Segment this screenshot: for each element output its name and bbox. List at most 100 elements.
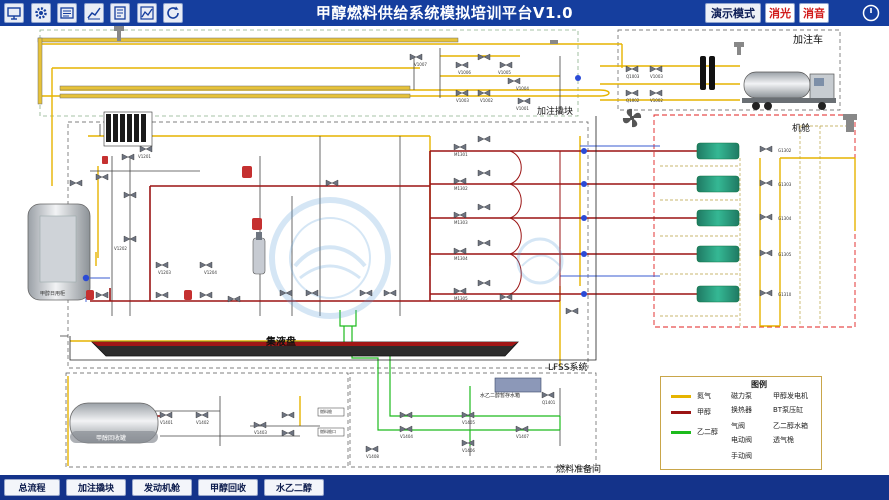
valve-tag[interactable]: V1002 [650,98,663,103]
valve-tag[interactable]: V1204 [204,270,217,275]
generator-tag[interactable]: G1303 [778,182,792,187]
prep-area-box [349,372,597,468]
engine-room-label: 机舱 [792,124,811,134]
monitor-icon[interactable] [4,3,24,23]
legend-nitrogen-swatch [671,395,691,398]
generator-tag[interactable]: G1310 [778,292,792,297]
generator-tag[interactable]: G1302 [778,148,792,153]
tab-bunkering-skid[interactable]: 加注撬块 [66,479,126,496]
storage-tank-graphic [27,203,91,301]
valve-tag[interactable]: Q1002 [626,98,640,103]
tab-engine-room[interactable]: 发动机舱 [132,479,192,496]
lfss-system-label: LFSS系统 [548,363,588,373]
pump-dots [575,75,587,297]
report-icon[interactable] [57,3,77,23]
recovery-tank-label: 甲醇回收罐 [96,435,127,442]
valve-markers [69,53,773,453]
engine-room-box [653,114,856,328]
valve-tag[interactable]: V1002 [480,98,493,103]
valve-tag[interactable]: V1003 [650,74,663,79]
fuel-prep-label: 燃料准备间 [556,465,602,475]
valve-tag[interactable]: V1403 [254,430,267,435]
legend-glycol-water-tank: 乙二醇水箱 [773,422,808,430]
legend-magnetic-pump: 磁力泵 [731,392,752,400]
recovery-tank-graphic [69,402,159,444]
methanol-lines [82,150,700,417]
valve-tag[interactable]: V1401 [160,420,173,425]
generator-tag[interactable]: G1304 [778,216,792,221]
legend-bt-booster: BT泵压缸 [773,406,804,414]
tanker-truck-graphic [742,71,836,110]
legend-title: 图例 [751,380,767,389]
valve-tag[interactable]: M1301 [454,152,468,157]
fan-icon [622,108,642,128]
trend-icon[interactable] [84,3,104,23]
valve-tag[interactable]: M1302 [454,186,468,191]
legend-manual-valve: 手动阀 [731,452,752,460]
bunkering-skid-label: 加注撬块 [537,107,574,117]
electric-valves [86,156,262,300]
legend-glycol: 乙二醇 [697,428,718,436]
valve-tag[interactable]: V1007 [414,62,427,67]
glycol-tank-label: 水乙二醇暂存水箱 [480,393,521,399]
valve-tag[interactable]: V1405 [462,420,475,425]
valve-tag[interactable]: M1304 [454,256,468,261]
valve-tag[interactable]: V1202 [114,246,127,251]
sump-tray-label: 集液盘 [266,337,296,348]
legend-electric-valve: 电动阀 [731,436,752,444]
legend-heat-exchanger: 换热器 [731,406,752,414]
gear-icon[interactable] [31,3,51,23]
valve-tag[interactable]: V1404 [400,434,413,439]
refuel-truck-label: 加注车 [793,35,823,46]
valve-tag[interactable]: V1201 [138,154,151,159]
legend-nitrogen: 氮气 [697,392,711,400]
legend-generator: 甲醇发电机 [773,392,808,400]
bottom-tab-bar: 总流程 加注撬块 发动机舱 甲醇回收 水乙二醇 [0,475,889,500]
close-icon[interactable] [862,4,880,22]
document-icon[interactable] [110,3,130,23]
valve-tag[interactable]: V1407 [516,434,529,439]
blue-lines [85,145,660,302]
mute-light-button[interactable]: 消光 [765,3,795,23]
top-toolbar: 甲醇燃料供给系统模拟培训平台V1.0 演示模式 消光 消音 [0,0,889,26]
refresh-icon[interactable] [163,3,183,23]
tab-water-glycol[interactable]: 水乙二醇 [264,479,324,496]
valve-tag[interactable]: Q1401 [542,400,556,405]
glycol-tank-graphic [494,377,542,393]
valve-tag[interactable]: V1001 [516,106,529,111]
vent-masts [114,26,857,132]
legend-panel: 图例 氮气 甲醇 乙二醇 磁力泵 换热器 气阀 电动阀 手动阀 甲醇发电机 BT… [660,376,822,470]
fuel-box-1-label: 燃料舱 [320,409,332,414]
mute-sound-button[interactable]: 消音 [799,3,829,23]
truck-area-box [617,29,841,111]
recovery-area-box [65,372,349,468]
watermark-logo [269,197,564,319]
valve-tag[interactable]: V1005 [498,70,511,75]
legend-vent-mast: 透气桅 [773,436,794,444]
tab-methanol-recovery[interactable]: 甲醇回收 [198,479,258,496]
legend-glycol-swatch [671,431,691,434]
demo-mode-button[interactable]: 演示模式 [705,3,761,23]
tab-overview[interactable]: 总流程 [4,479,60,496]
generator-tag[interactable]: G1305 [778,252,792,257]
valve-tag[interactable]: V1003 [456,98,469,103]
legend-gas-valve: 气阀 [731,422,745,430]
valve-tag[interactable]: V1402 [196,420,209,425]
valve-tag[interactable]: V1203 [158,270,171,275]
valve-tag[interactable]: M1305 [454,296,468,301]
fuel-box-2-label: 燃料舱口 [320,429,336,434]
valve-tag[interactable]: M1303 [454,220,468,225]
legend-methanol: 甲醇 [697,408,711,416]
valve-tag[interactable]: V1004 [516,86,529,91]
bottle-rack [103,111,153,147]
valve-tag[interactable]: Q1003 [626,74,640,79]
truck-bottles [700,56,715,90]
generator-group [696,142,740,303]
valve-tag[interactable]: V1406 [462,448,475,453]
process-diagram: 加注车 加注撬块 机舱 LFSS系统 燃料准备间 集液盘 甲醇日用柜 甲醇回收罐… [0,26,889,475]
valve-tag[interactable]: V1006 [458,70,471,75]
pipeline-drawing [27,26,857,468]
chart-icon[interactable] [137,3,157,23]
valve-tag[interactable]: V1408 [366,454,379,459]
